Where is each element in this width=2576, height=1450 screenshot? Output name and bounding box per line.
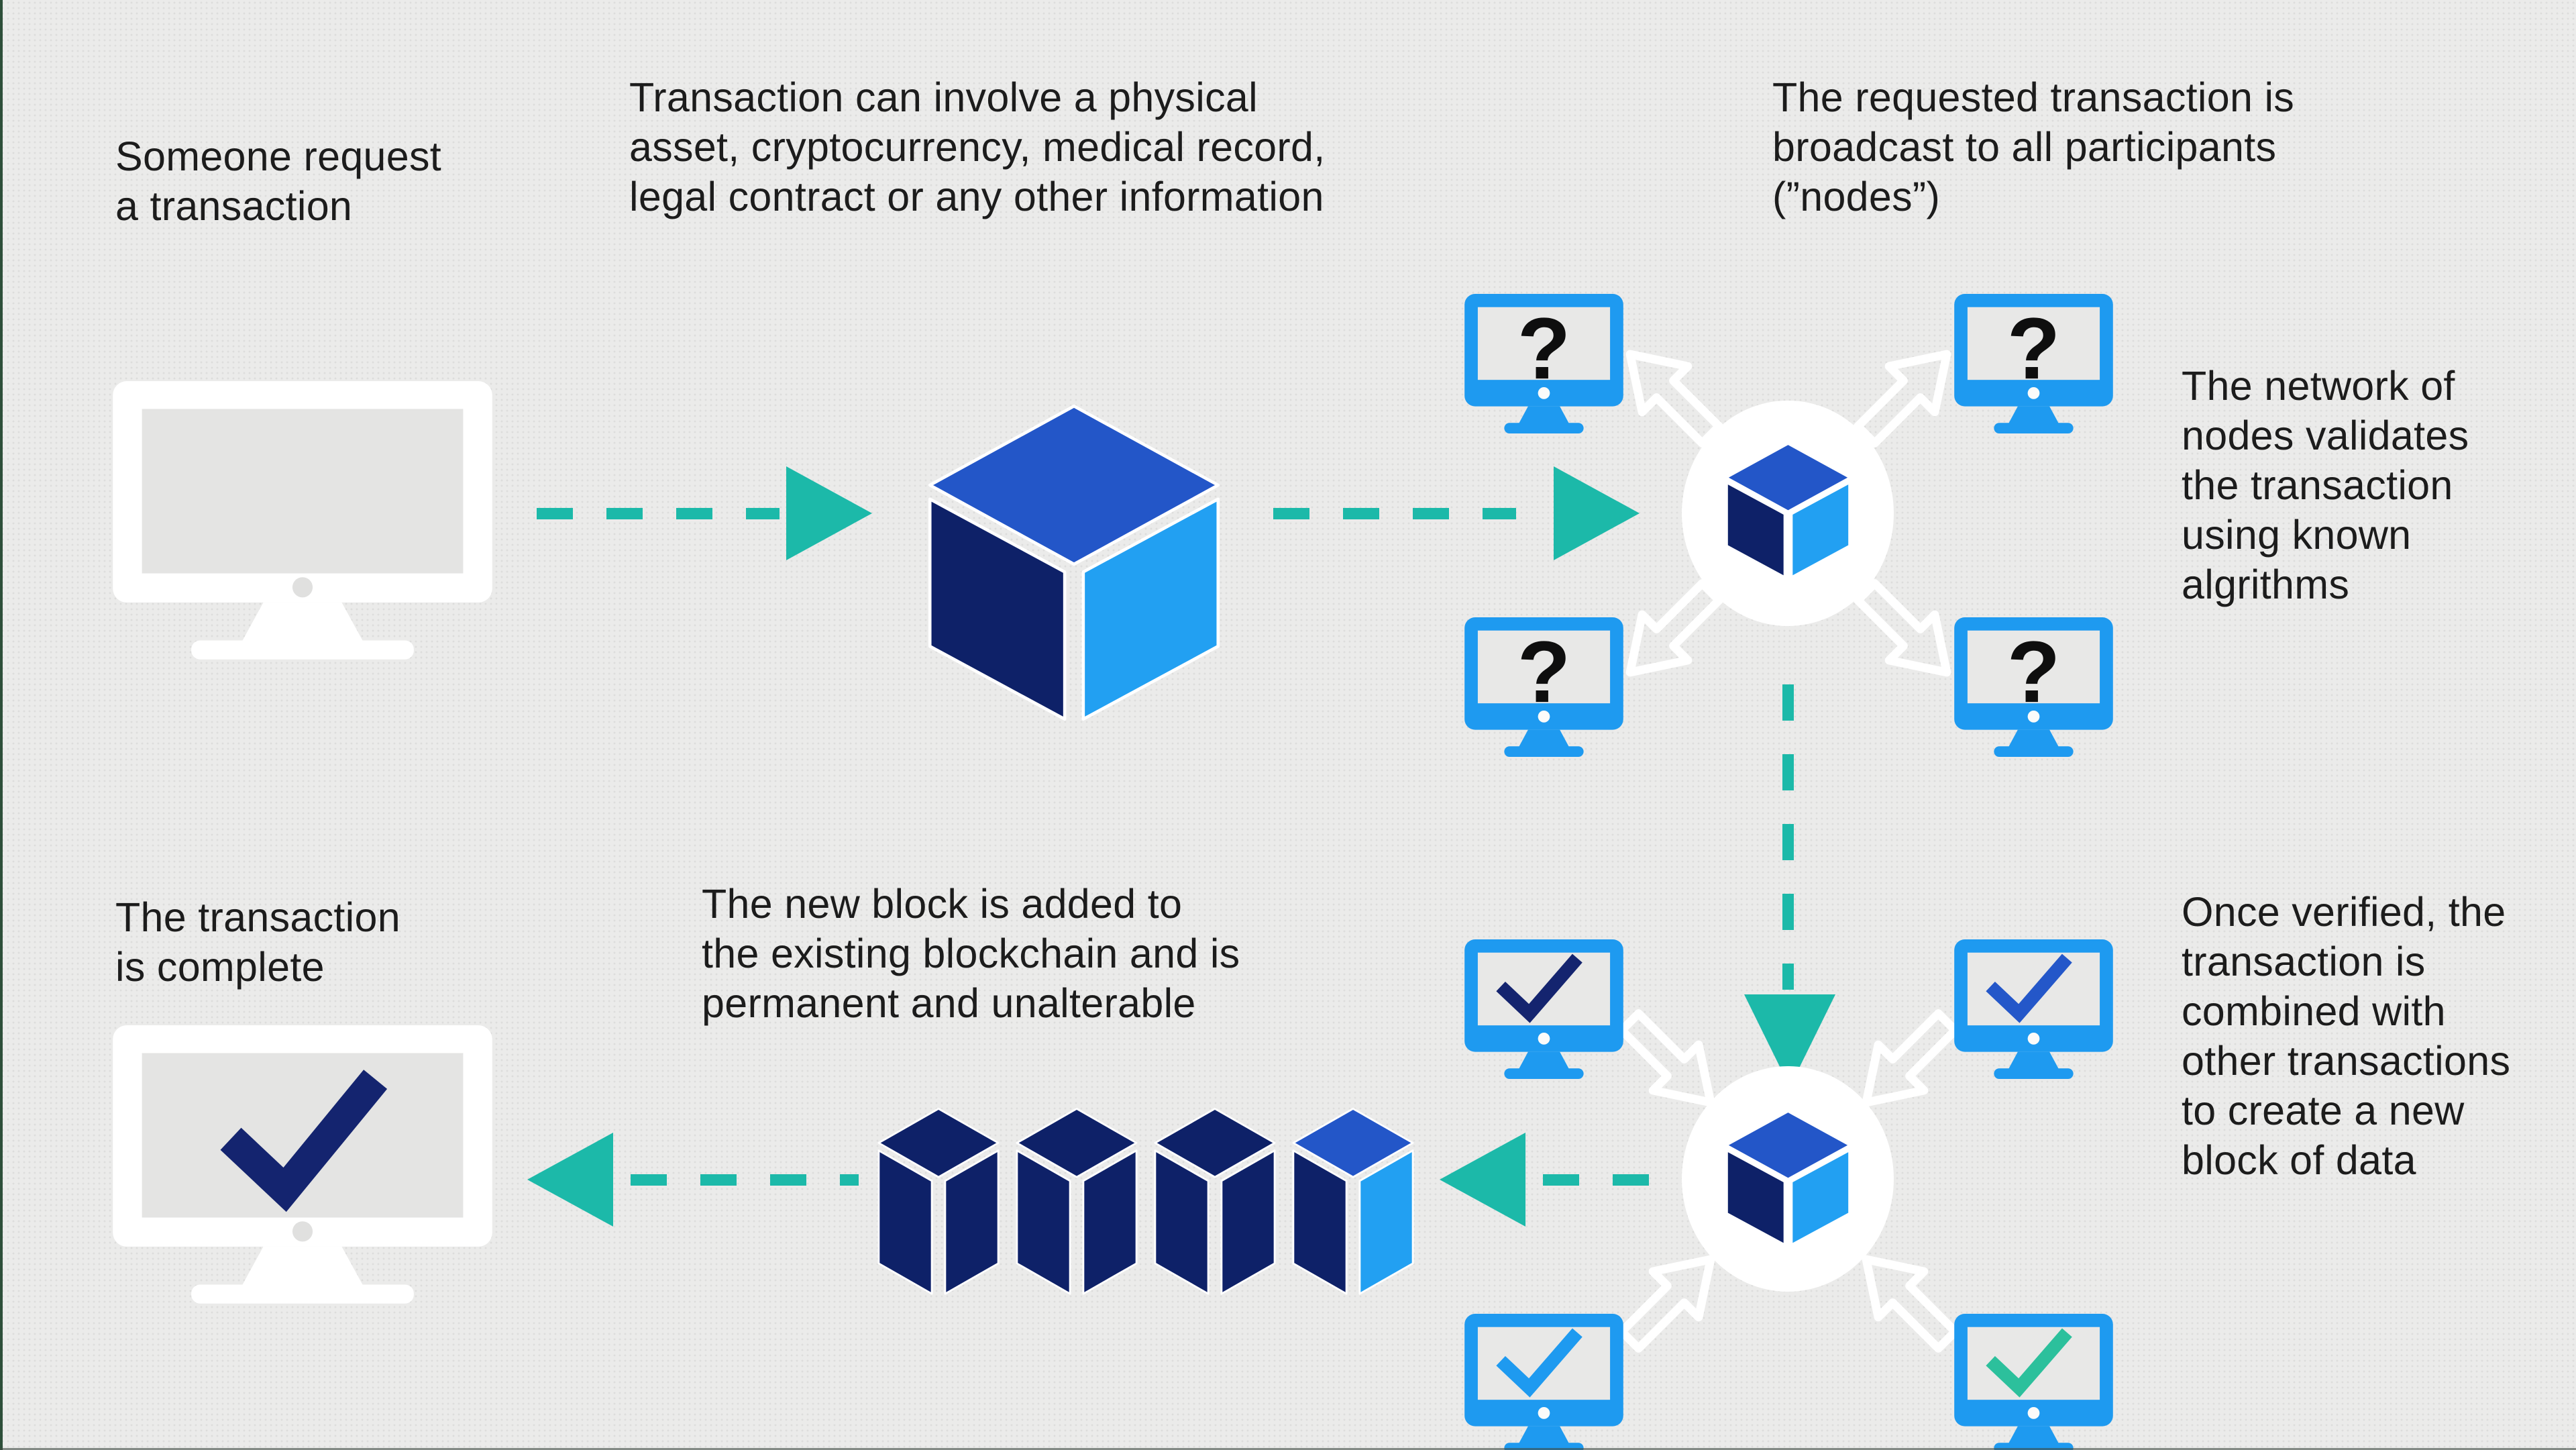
label-asset: Transaction can involve a physical asset… (629, 74, 1326, 219)
broadcast-arrow-down-left-icon (1625, 579, 1723, 677)
arrow-verify-to-chain-head (1440, 1133, 1525, 1227)
label-broadcast: The requested transaction is broadcast t… (1772, 74, 2295, 219)
label-request: Someone request a transaction (115, 134, 442, 229)
node-monitor-check-icon (1464, 1314, 1623, 1450)
label-complete: The transaction is complete (115, 894, 400, 990)
question-mark-glyph: ? (1517, 623, 1571, 721)
checkmark-icon (1496, 953, 1582, 1023)
arrow-chain-to-complete-dashes (631, 1174, 859, 1186)
verify-arrow-from-top-right-icon (1862, 1009, 1960, 1107)
broadcast-arrow-down-right-icon (1854, 579, 1951, 677)
complete-monitor-icon (113, 1025, 492, 1304)
label-combine: Once verified, the transaction is combin… (2182, 889, 2511, 1183)
broadcast-cube-icon (1726, 444, 1850, 577)
question-mark-glyph: ? (2007, 299, 2061, 397)
arrow-request-to-cube-head (786, 466, 872, 560)
checkmark-icon (1986, 953, 2072, 1023)
label-append: The new block is added to the existing b… (702, 881, 1240, 1026)
verify-arrow-from-bottom-right-icon (1862, 1255, 1960, 1353)
broadcast-circle (1682, 401, 1894, 626)
arrow-broadcast-to-verify-head (1744, 994, 1835, 1087)
verify-arrow-from-top-left-icon (1617, 1009, 1715, 1107)
chain-block-icon (1154, 1107, 1276, 1295)
chain-new-block-icon (1292, 1107, 1414, 1295)
chain-block-icon (1016, 1107, 1138, 1295)
left-edge-strip (0, 0, 3, 1450)
arrow-cube-to-broadcast-head (1554, 466, 1640, 560)
checkmark-icon (220, 1070, 388, 1212)
broadcast-arrow-up-left-icon (1625, 350, 1723, 448)
arrow-cube-to-broadcast-dashes (1273, 508, 1516, 519)
bottom-edge-strip (0, 1448, 2576, 1450)
verify-arrow-from-bottom-left-icon (1617, 1255, 1715, 1353)
arrow-broadcast-to-verify-dashes (1782, 684, 1794, 990)
question-mark-glyph: ? (2007, 623, 2061, 721)
transaction-cube-icon (928, 404, 1220, 721)
chain-block-icon (877, 1107, 1000, 1295)
arrow-verify-to-chain-dashes (1543, 1174, 1674, 1186)
checkmark-icon (1496, 1328, 1582, 1398)
node-monitor-question-icon: ? (1954, 617, 2113, 758)
node-monitor-check-icon (1954, 939, 2113, 1080)
question-mark-glyph: ? (1517, 299, 1571, 397)
arrow-chain-to-complete-head (527, 1133, 613, 1227)
broadcast-arrow-up-right-icon (1854, 350, 1951, 448)
node-monitor-check-icon (1954, 1314, 2113, 1450)
verify-cube-icon (1726, 1111, 1850, 1245)
checkmark-icon (1986, 1328, 2072, 1398)
label-validate: The network of nodes validates the trans… (2182, 363, 2469, 607)
node-monitor-question-icon: ? (1464, 617, 1623, 758)
node-monitor-question-icon: ? (1954, 294, 2113, 434)
arrow-request-to-cube-dashes (537, 508, 780, 519)
requester-monitor-icon (113, 381, 492, 660)
node-monitor-question-icon: ? (1464, 294, 1623, 434)
node-monitor-check-icon (1464, 939, 1623, 1080)
